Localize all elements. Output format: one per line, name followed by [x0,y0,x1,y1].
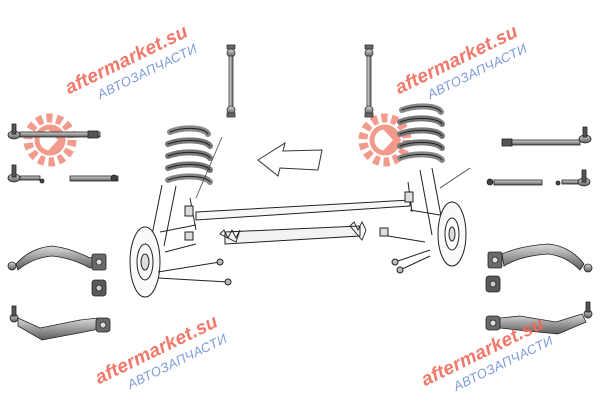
stabilizer-link-left [226,44,236,118]
stabilizer-link-right [364,44,374,118]
tie-rod-inner-right [486,169,591,187]
coil-spring-right [397,103,445,163]
coil-spring-left [165,125,213,185]
control-arm-lower-right [485,301,593,335]
bushing-right [485,275,501,293]
control-arm-lower-left [9,305,111,341]
control-arm-upper-right [487,243,593,273]
tie-rod-end-outer-left [7,123,101,140]
control-arm-upper-left [7,245,107,271]
direction-arrow-icon [257,141,323,177]
axle-assembly [129,167,467,298]
spring-pointer-line [195,136,471,199]
logo-gear-icon [358,113,412,167]
tie-rod-end-outer-right [501,126,592,147]
logo-gear-icon [23,113,77,167]
bushing-left [91,279,107,297]
tie-rod-inner-left [7,164,119,184]
